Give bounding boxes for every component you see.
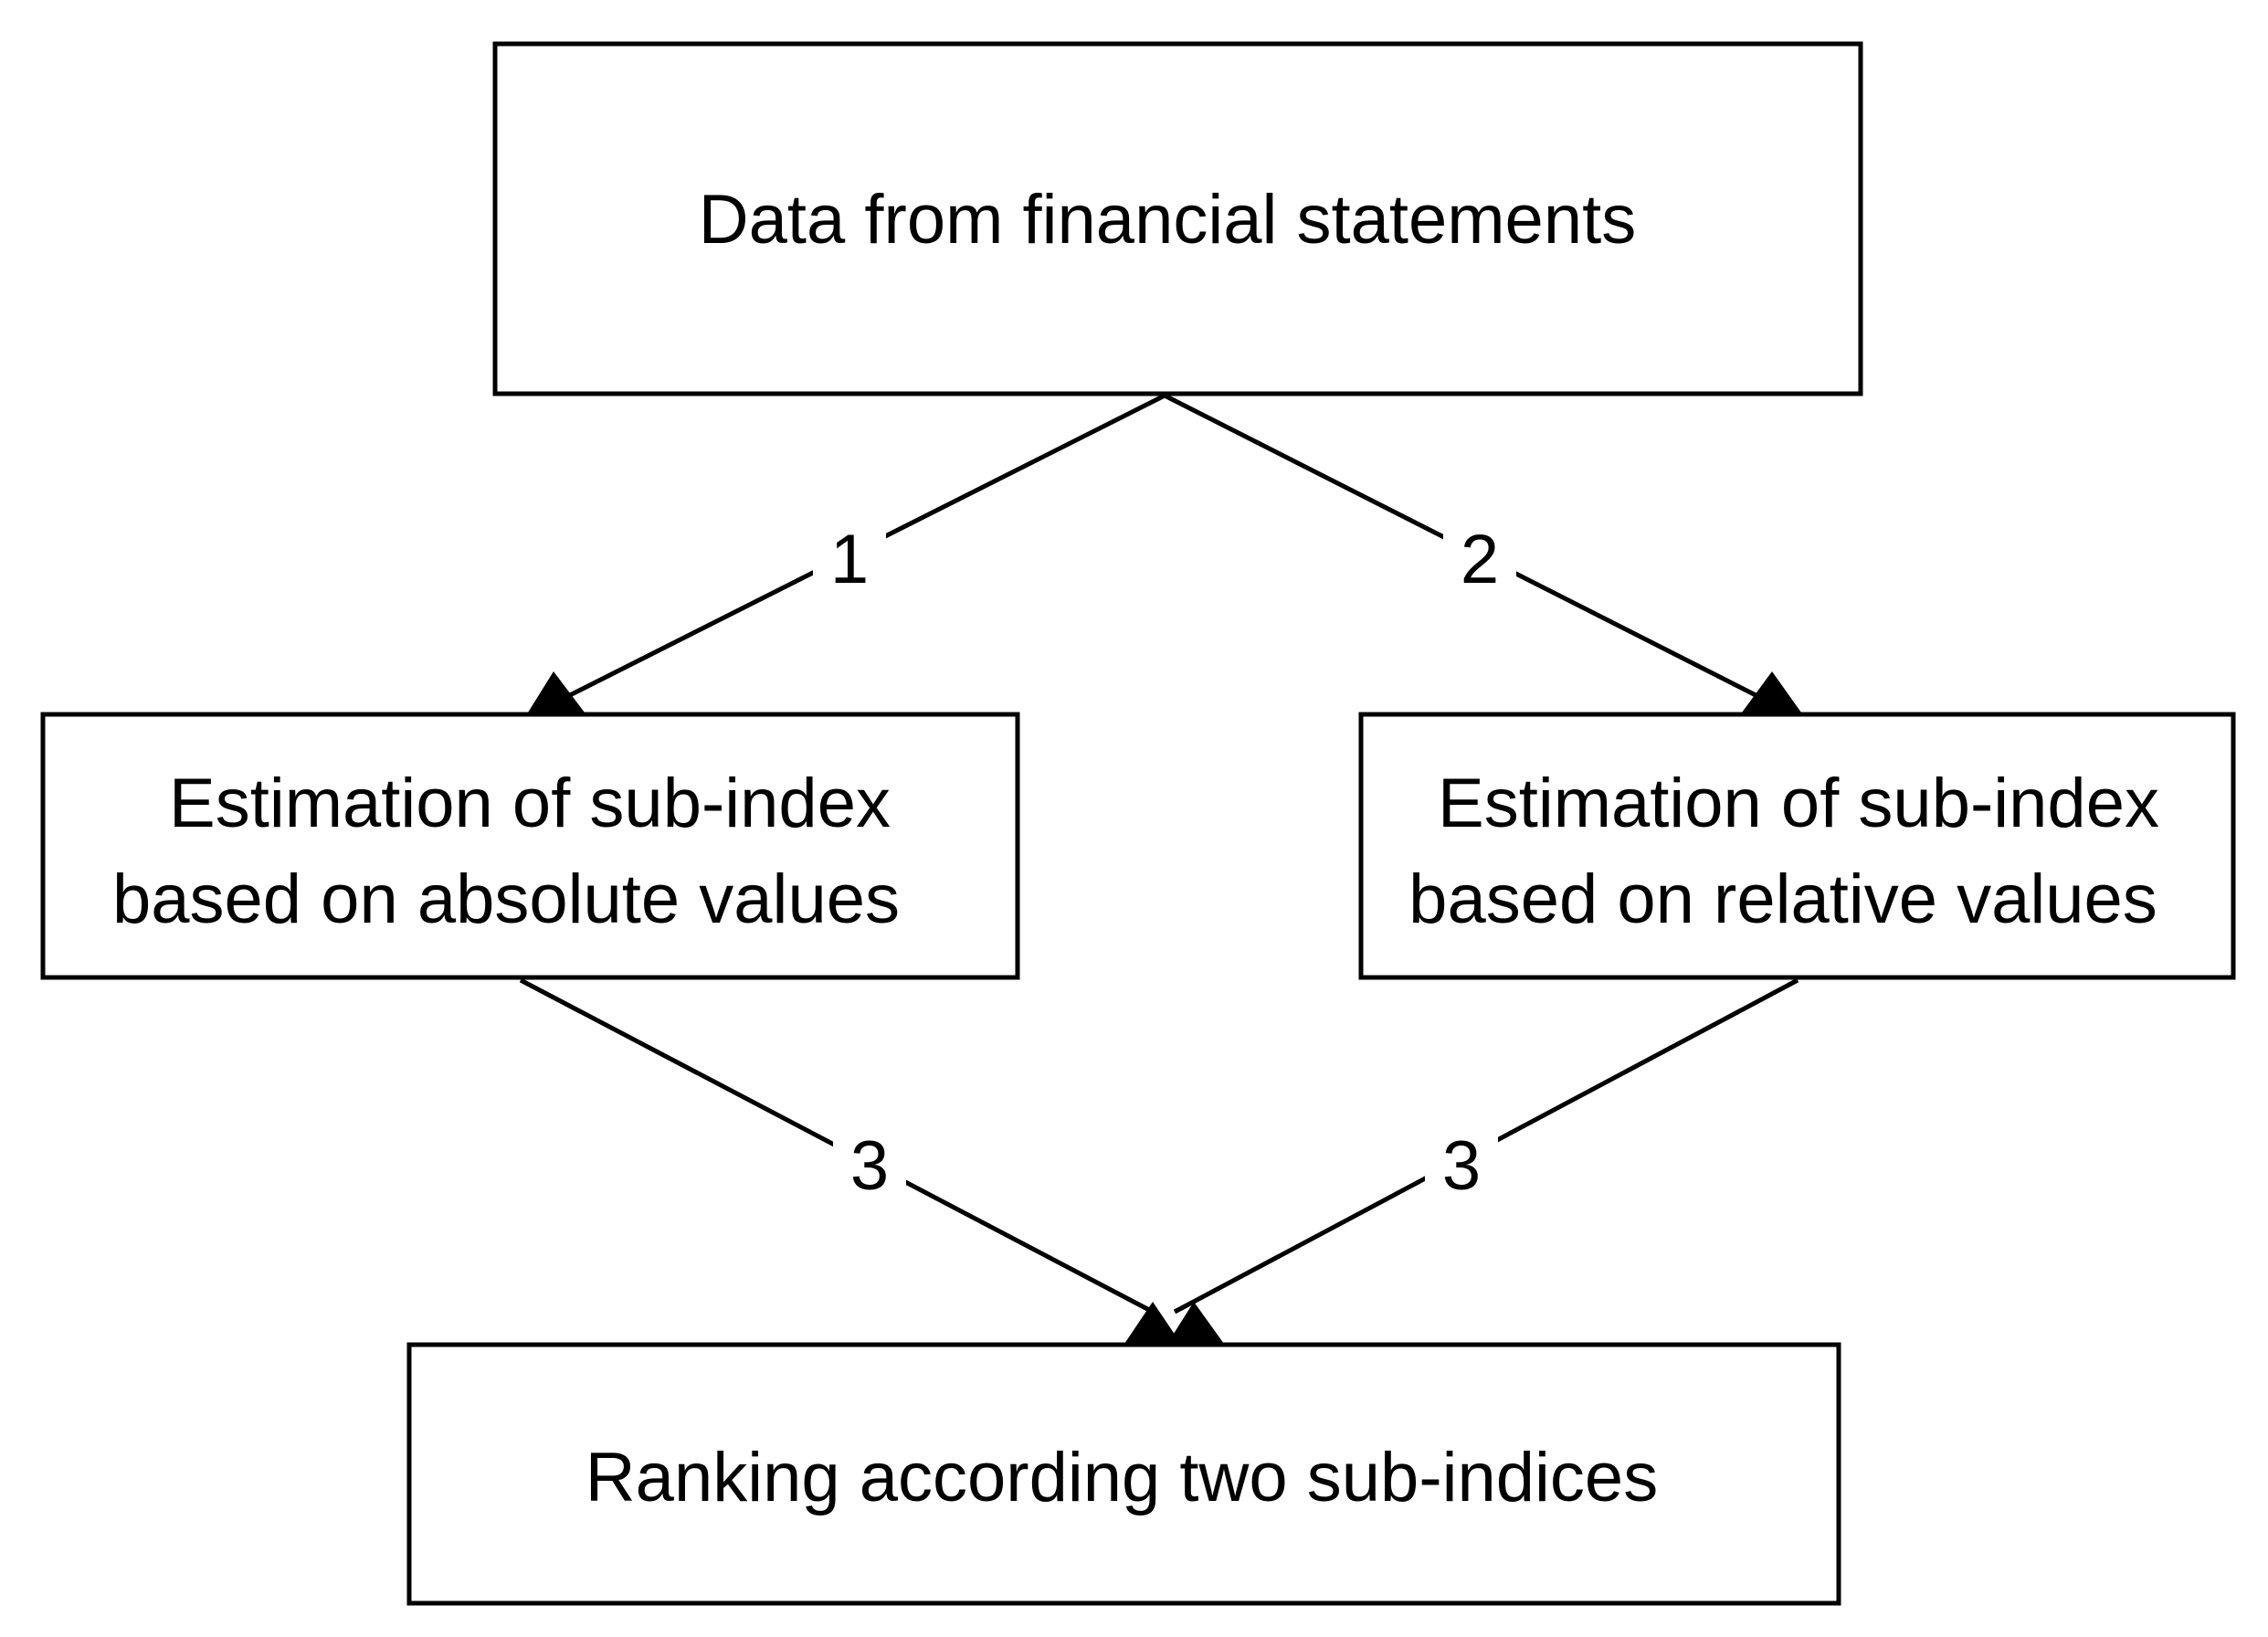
node-ranking-text: Ranking according two sub-indices xyxy=(585,1439,1658,1516)
node-data: Data from financial statements xyxy=(492,41,1863,396)
edge-labels: 1 2 3 3 xyxy=(813,519,1516,1208)
arrow-head-ranking-right xyxy=(1167,1302,1224,1344)
node-relative: Estimation of sub-index based on relativ… xyxy=(1358,712,2236,980)
node-relative-text-line-1: Estimation of sub-index xyxy=(1438,765,2159,842)
node-absolute: Estimation of sub-index based on absolut… xyxy=(40,712,1020,980)
arrow-heads xyxy=(528,671,1801,1344)
edge-label-3-left: 3 xyxy=(850,1127,889,1205)
edge-label-1: 1 xyxy=(830,521,869,598)
node-ranking: Ranking according two sub-indices xyxy=(406,1342,1841,1606)
arrow-head-relative xyxy=(1742,671,1801,713)
node-absolute-text-line-1: Estimation of sub-index xyxy=(169,765,891,842)
node-data-text: Data from financial statements xyxy=(699,181,1636,259)
edge-label-2: 2 xyxy=(1461,521,1499,598)
node-relative-text-line-2: based on relative values xyxy=(1408,861,2157,938)
node-absolute-text-line-2: based on absolute values xyxy=(112,861,900,938)
arrow-head-ranking-left xyxy=(1124,1302,1181,1344)
arrow-head-absolute xyxy=(528,671,585,713)
edge-label-3-right: 3 xyxy=(1442,1127,1481,1205)
